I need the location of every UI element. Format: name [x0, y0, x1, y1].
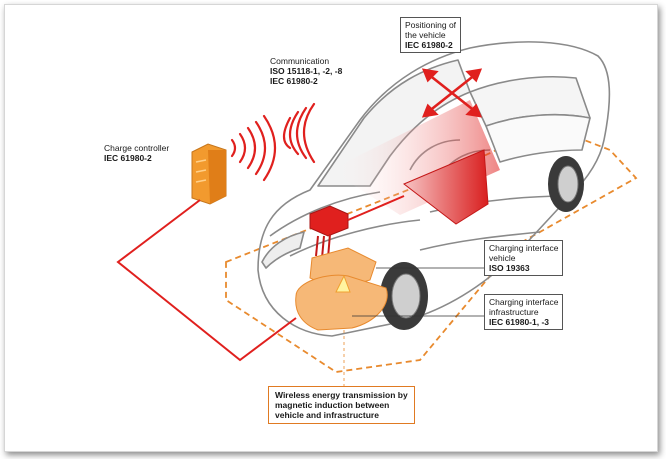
battery-pack [403, 149, 489, 225]
power-cable [116, 199, 297, 362]
charge-controller-std: IEC 61980-2 [104, 153, 152, 163]
callout-lines [343, 267, 484, 386]
communication-std1: ISO 15118-1, -2, -8 [270, 66, 343, 76]
label-ci-infra: Charging interface infrastructure IEC 61… [484, 294, 564, 330]
ci-vehicle-line2: vehicle [489, 253, 516, 263]
ci-infra-std: IEC 61980-1, -3 [489, 317, 550, 327]
signal-waves [230, 102, 316, 182]
ci-vehicle-line1: Charging interface [489, 243, 559, 253]
label-wireless-transmission: Wireless energy transmission by magnetic… [268, 386, 415, 424]
label-ci-vehicle: Charging interface vehicle ISO 19363 [484, 240, 564, 276]
label-positioning: Positioning of the vehicle IEC 61980-2 [400, 17, 462, 53]
charge-controller-box [191, 143, 227, 205]
positioning-line2: the vehicle [405, 30, 446, 40]
ci-infra-line2: infrastructure [489, 307, 539, 317]
ci-vehicle-std: ISO 19363 [489, 263, 530, 273]
communication-std2: IEC 61980-2 [270, 76, 318, 86]
onboard-converter [309, 195, 405, 259]
energy-flare [335, 274, 351, 293]
wireless-line1: Wireless energy transmission by [275, 390, 408, 400]
label-charge-controller: Charge controller IEC 61980-2 [104, 143, 169, 163]
car-outline [257, 41, 611, 337]
communication-title: Communication [270, 56, 330, 66]
positioning-std: IEC 61980-2 [405, 40, 453, 50]
positioning-arrows [421, 68, 483, 118]
wireless-line3: vehicle and infrastructure [275, 410, 379, 420]
wireless-line2: magnetic induction between [275, 400, 390, 410]
charge-controller-title: Charge controller [104, 143, 170, 153]
front-wheel [380, 262, 428, 330]
label-communication: Communication ISO 15118-1, -2, -8 IEC 61… [270, 56, 342, 86]
ci-infra-line1: Charging interface [489, 297, 559, 307]
rear-wheel [548, 156, 584, 212]
positioning-line1: Positioning of [405, 20, 457, 30]
